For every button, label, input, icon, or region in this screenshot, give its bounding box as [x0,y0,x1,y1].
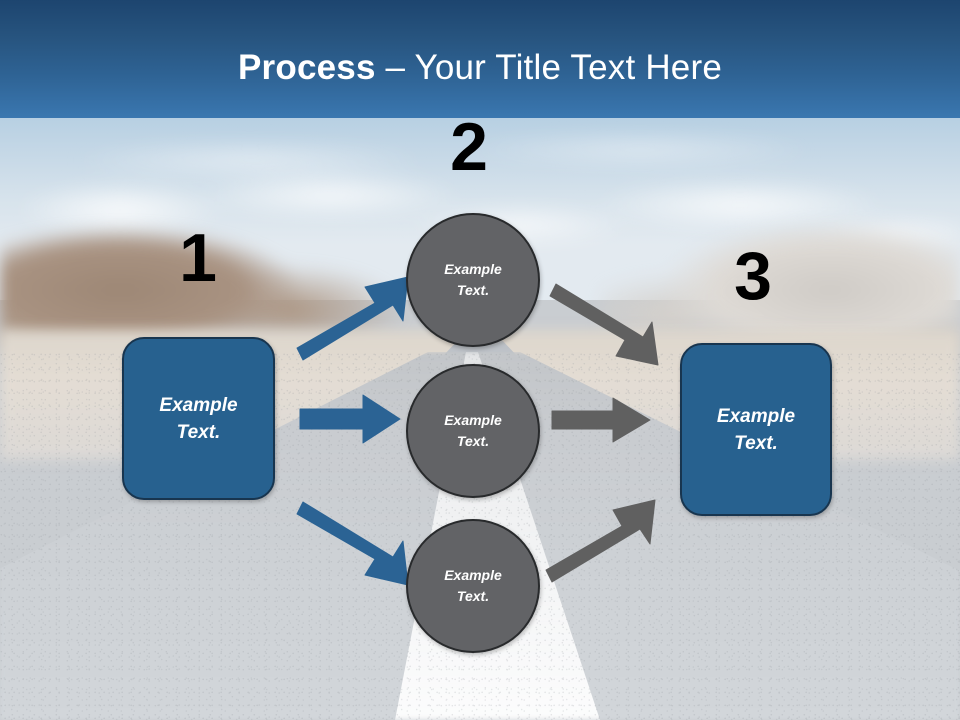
arrow-circle-top-to-end[interactable] [548,283,660,370]
arrow-circle-middle-to-end[interactable] [551,397,651,443]
arrow-start-to-circle-top[interactable] [295,272,410,362]
arrow-circle-bottom-to-end[interactable] [544,496,658,584]
slide-title-strong: Process [238,48,376,87]
slide-title-bar: Process – Your Title Text Here [0,0,960,118]
process-box-start-label: Example Text. [159,394,238,443]
process-box-end-label: Example Text. [716,405,796,454]
arrow-start-to-circle-middle[interactable] [299,394,401,444]
process-box-start[interactable]: Example Text. [122,337,275,500]
slide-title-rest: – Your Title Text Here [375,48,722,87]
step-number-1: 1 [179,220,217,296]
process-circle-bottom-label: Example Text. [444,567,502,604]
arrow-start-to-circle-bottom[interactable] [295,500,410,590]
process-circle-top-label: Example Text. [444,261,502,298]
step-number-3: 3 [734,238,772,314]
process-circle-middle[interactable]: Example Text. [406,364,540,498]
process-circle-bottom[interactable]: Example Text. [406,519,540,653]
slide-title: Process – Your Title Text Here [0,48,960,88]
process-circle-middle-label: Example Text. [444,412,502,449]
process-box-end[interactable]: Example Text. [680,343,832,516]
process-circle-top[interactable]: Example Text. [406,213,540,347]
step-number-2: 2 [450,109,488,185]
